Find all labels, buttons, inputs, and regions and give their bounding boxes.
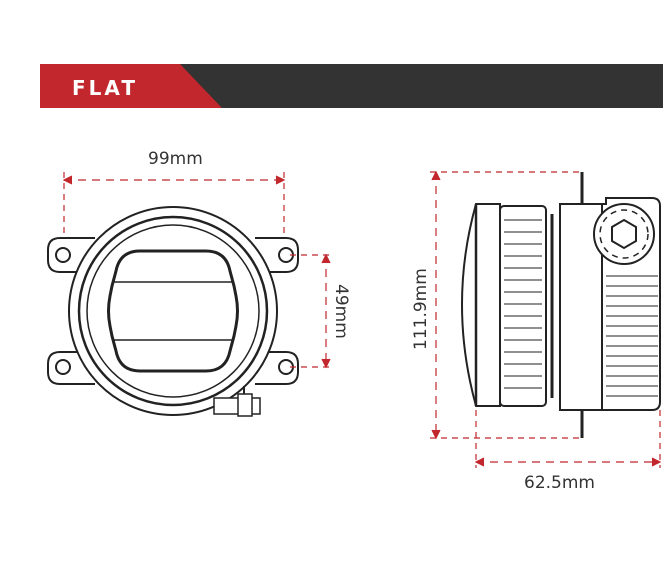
side-height-label: 111.9mm: [411, 268, 431, 350]
side-adjuster-hex-bolt: [611, 218, 637, 250]
lens-ring: [86, 224, 260, 398]
front-view: [47, 206, 299, 417]
side-lens-dome: [461, 203, 501, 407]
front-hole-spacing-label: 49mm: [331, 284, 351, 339]
front-width-arrow-right: [275, 175, 286, 185]
header-banner: FLAT: [40, 64, 663, 108]
side-adjuster-ring: [593, 203, 655, 265]
banner-title: FLAT: [72, 76, 138, 100]
side-depth-arrow-left: [474, 457, 485, 467]
side-height-arrow-top: [431, 170, 441, 181]
hole-spacing-arrow-bottom: [321, 358, 331, 369]
side-height-arrow-bottom: [431, 429, 441, 440]
front-width-arrow-left: [62, 175, 73, 185]
front-width-label: 99mm: [148, 149, 203, 169]
mounting-hole-top-left: [55, 247, 71, 263]
side-front-fins: [504, 219, 542, 389]
side-view: [461, 172, 661, 438]
housing-outer-ring: [68, 206, 278, 416]
banner-red-tab: [40, 64, 222, 108]
lens-window: [107, 249, 239, 373]
mounting-hole-bottom-left: [55, 359, 71, 375]
side-rear-fins: [606, 275, 658, 397]
side-adjuster-dashes: [599, 209, 649, 259]
connector-housing: [213, 397, 261, 415]
side-depth-arrow-right: [651, 457, 662, 467]
hole-spacing-arrow-top: [321, 253, 331, 264]
front-hole-spacing-dimension: [290, 253, 332, 369]
side-height-dimension: [430, 170, 580, 440]
side-depth-dimension: [474, 410, 662, 468]
front-width-dimension: [62, 172, 286, 238]
housing-inner-ring: [77, 215, 269, 407]
side-depth-label: 62.5mm: [524, 473, 595, 493]
connector-plug: [237, 393, 253, 417]
